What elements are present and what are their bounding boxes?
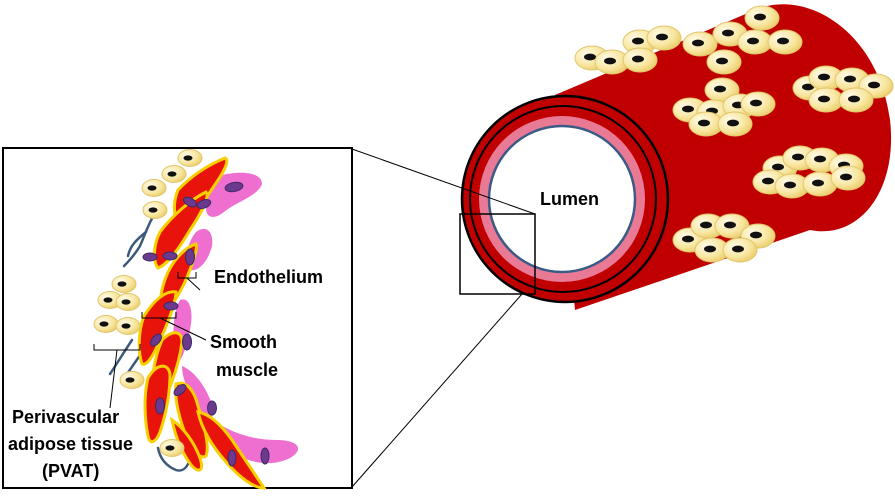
endothelium-label: Endothelium	[214, 267, 323, 287]
zoom-connector-bottom	[351, 293, 523, 488]
inset-illustration	[93, 149, 299, 490]
layer-brackets	[93, 272, 207, 409]
pvat-label-line2: adipose tissue	[8, 434, 133, 454]
pvat-label-line1: Perivascular	[12, 407, 119, 427]
smooth-muscle-label-line2: muscle	[216, 360, 278, 380]
lumen	[487, 124, 637, 274]
blood-vessel: Lumen	[460, 4, 894, 311]
smooth-muscle-label-line1: Smooth	[210, 332, 277, 352]
zoom-region-box	[459, 213, 536, 295]
cell-nuclei	[142, 181, 270, 467]
lumen-label: Lumen	[540, 189, 599, 209]
pvat-label-line3: (PVAT)	[42, 461, 99, 481]
zoom-connector-top	[351, 148, 536, 215]
